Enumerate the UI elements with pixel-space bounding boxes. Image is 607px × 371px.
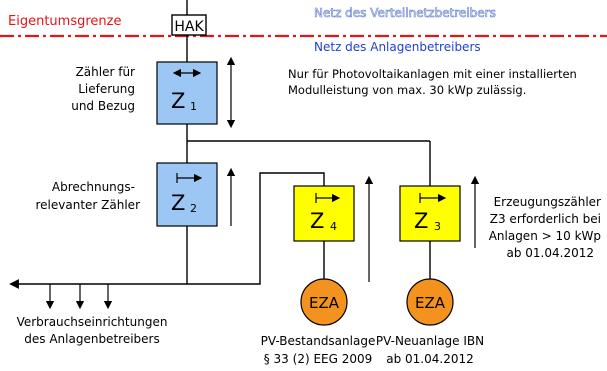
consumers-label-1: Verbrauchseinrichtungen — [17, 315, 168, 329]
eza-left — [300, 278, 348, 326]
meter-z4 — [293, 185, 355, 242]
hak-label: HAK — [174, 19, 204, 35]
eza-left-caption-2: § 33 (2) EEG 2009 — [264, 352, 373, 366]
eza-left-label: EZA — [309, 294, 340, 312]
z3-sub: 3 — [434, 220, 441, 233]
z3-label-3: Anlagen > 10 kWp — [489, 229, 601, 243]
z3-letter: Z — [414, 209, 428, 233]
hak-box — [171, 14, 207, 36]
consumers-label-2: des Anlagenbetreibers — [24, 332, 159, 346]
lower-network-label: Netz des Anlagenbetreibers — [314, 40, 481, 54]
meter-z3 — [399, 185, 461, 242]
eza-right-caption-1: PV-Neuanlage IBN — [376, 334, 484, 348]
note-line-1: Nur für Photovoltaikanlagen mit einer in… — [288, 67, 577, 81]
boundary-label: Eigentumsgrenze — [8, 14, 121, 29]
z2-sub: 2 — [190, 202, 197, 215]
z1-sub: 1 — [190, 100, 197, 113]
z4-letter: Z — [310, 209, 324, 233]
eza-right-caption-2: ab 01.04.2012 — [386, 352, 474, 366]
eza-right-label: EZA — [415, 294, 446, 312]
eza-left-caption-1: PV-Bestandsanlage — [261, 334, 376, 348]
eza-right — [406, 278, 454, 326]
meter-z2 — [156, 162, 218, 227]
upper-network-label: Netz des Verteilnetzbetreibers — [314, 6, 496, 20]
z3-label-2: Z3 erforderlich bei — [490, 212, 601, 226]
meter-z1 — [156, 61, 218, 125]
z2-letter: Z — [171, 191, 185, 215]
z1-letter: Z — [171, 89, 185, 113]
z1-label-1: Zähler für — [76, 65, 135, 79]
z2-label-1: Abrechnungs- — [52, 180, 135, 194]
z1-label-2: Lieferung — [78, 82, 135, 96]
z3-label-4: ab 01.04.2012 — [507, 246, 595, 260]
z2-label-2: relevanter Zähler — [36, 198, 141, 212]
note-line-2: Modulleistung von max. 30 kWp zulässig. — [288, 83, 526, 97]
z4-sub: 4 — [330, 220, 337, 233]
z3-label-1: Erzeugungszähler — [494, 195, 601, 209]
z1-label-3: und Bezug — [71, 99, 135, 113]
